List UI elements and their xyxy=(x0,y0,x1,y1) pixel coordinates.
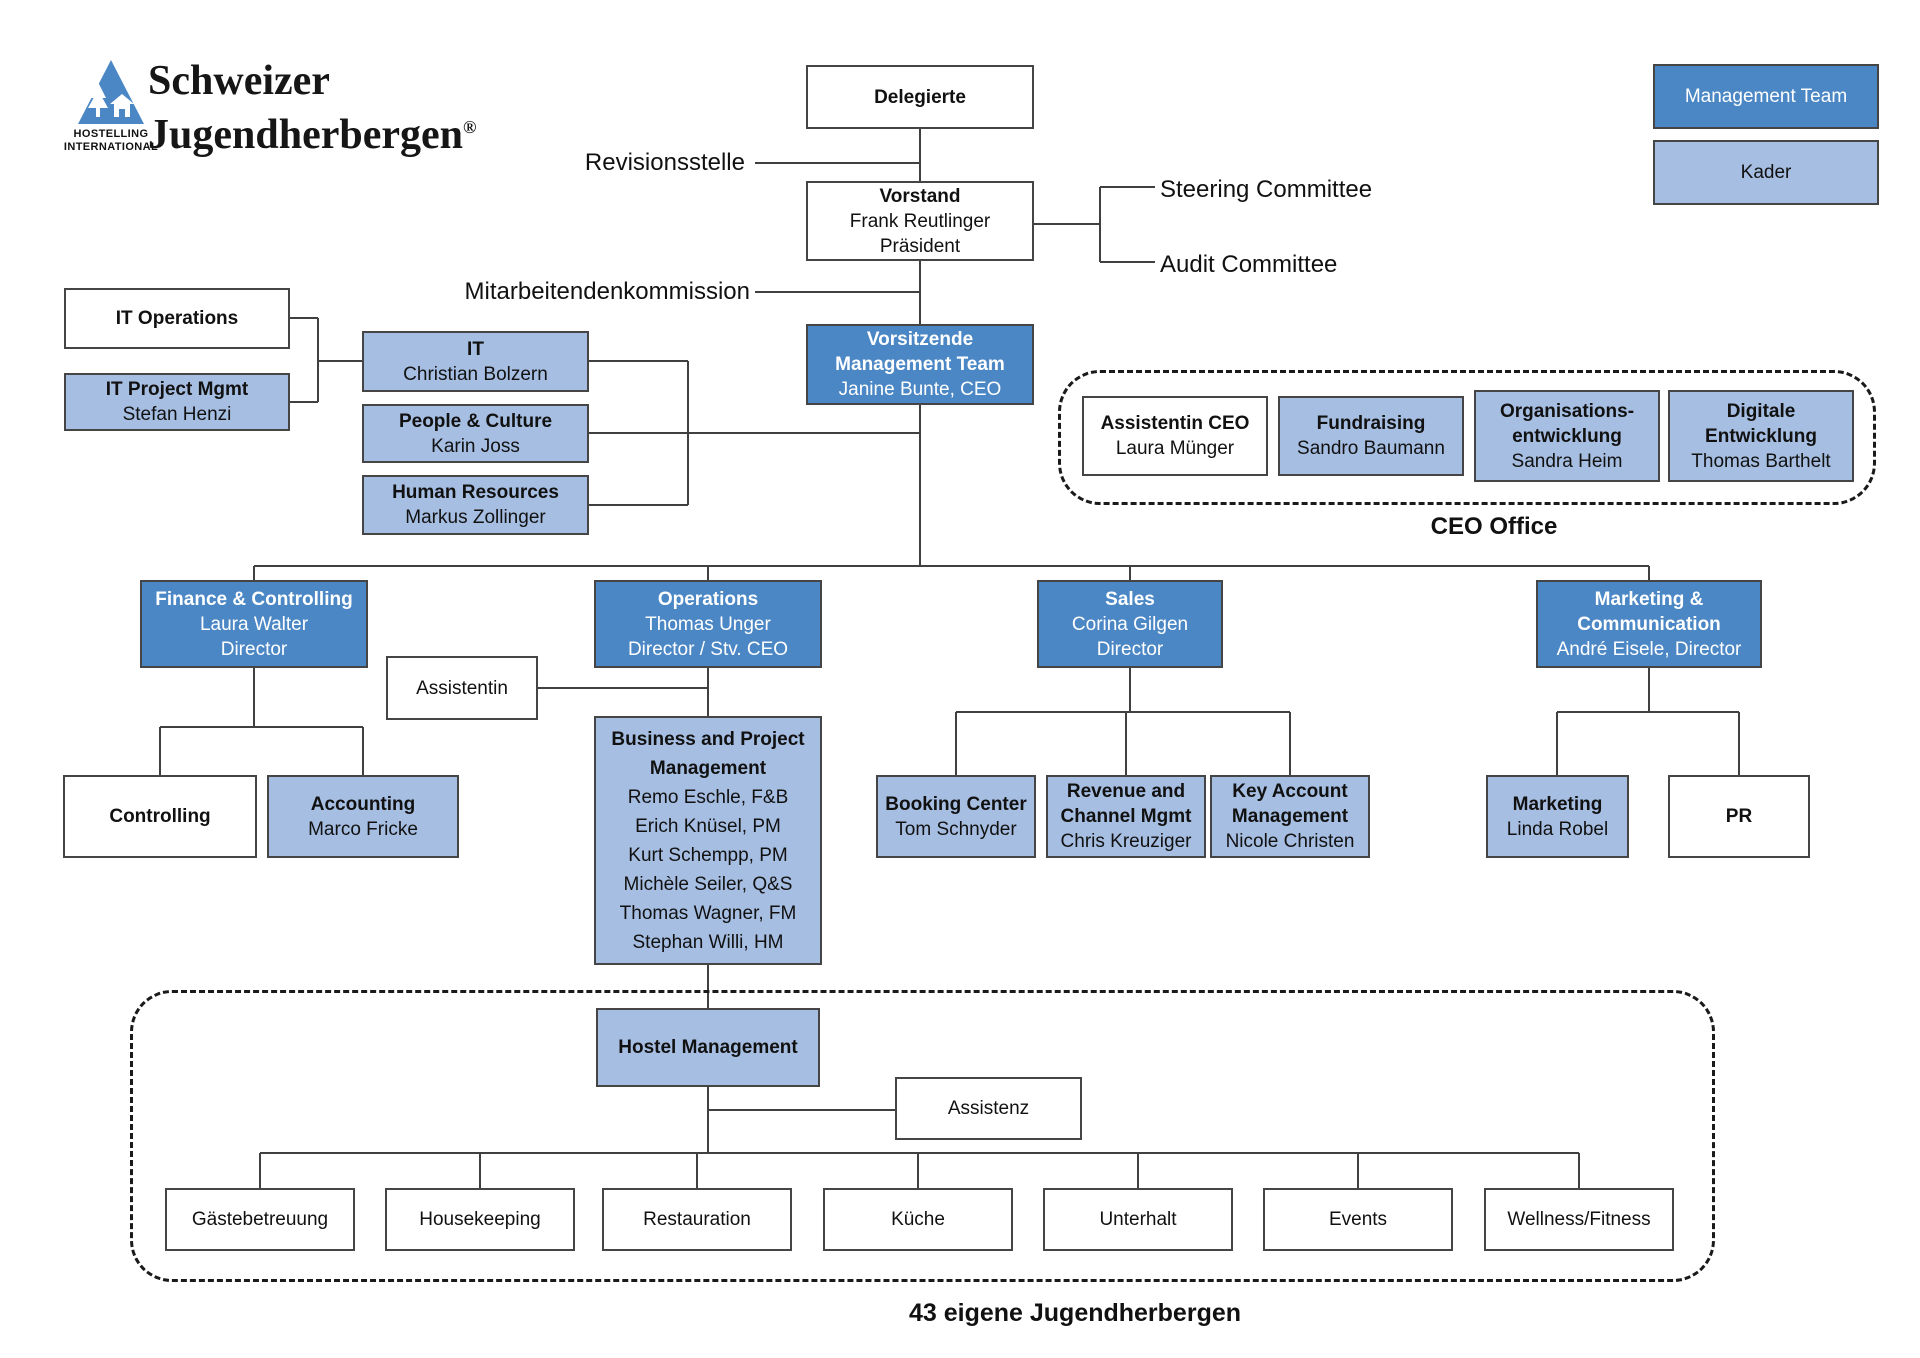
node-delegierte: Delegierte xyxy=(806,65,1034,129)
node-gaestebetreuung: Gästebetreuung xyxy=(165,1188,355,1251)
node-finance-controlling: Finance & Controlling Laura Walter Direc… xyxy=(140,580,368,668)
node-restauration: Restauration xyxy=(602,1188,792,1251)
node-assistentin: Assistentin xyxy=(386,656,538,720)
label-ceo-office: CEO Office xyxy=(1430,513,1558,540)
brand-wordmark: Schweizer Jugendherbergen® xyxy=(148,58,477,158)
node-human-resources: Human Resources Markus Zollinger xyxy=(362,475,589,535)
label-revisionsstelle: Revisionsstelle xyxy=(584,149,745,176)
node-events: Events xyxy=(1263,1188,1453,1251)
node-accounting: Accounting Marco Fricke xyxy=(267,775,459,858)
label-audit-committee: Audit Committee xyxy=(1160,251,1338,278)
node-assistenz: Assistenz xyxy=(895,1077,1082,1140)
hostels-container xyxy=(130,990,1715,1282)
node-unterhalt: Unterhalt xyxy=(1043,1188,1233,1251)
label-43-eigene-jugendherbergen: 43 eigene Jugendherbergen xyxy=(908,1299,1242,1327)
node-business-project-management: Business and Project Management Remo Esc… xyxy=(594,716,822,965)
label-mitarbeitendenkommission: Mitarbeitendenkommission xyxy=(464,278,750,305)
node-vorsitzende-ceo: Vorsitzende Management Team Janine Bunte… xyxy=(806,324,1034,405)
node-organisationsentwicklung: Organisations- entwicklung Sandra Heim xyxy=(1474,390,1660,482)
node-key-account-management: Key Account Management Nicole Christen xyxy=(1210,775,1370,858)
hostelling-international-logo-icon xyxy=(78,60,144,124)
node-digitale-entwicklung: Digitale Entwicklung Thomas Barthelt xyxy=(1668,390,1854,482)
legend-kader: Kader xyxy=(1653,140,1879,205)
node-housekeeping: Housekeeping xyxy=(385,1188,575,1251)
node-pr: PR xyxy=(1668,775,1810,858)
node-hostel-management: Hostel Management xyxy=(596,1008,820,1087)
label-steering-committee: Steering Committee xyxy=(1160,176,1373,203)
legend-management-team: Management Team xyxy=(1653,64,1879,129)
node-people-culture: People & Culture Karin Joss xyxy=(362,404,589,463)
node-vorstand: Vorstand Frank Reutlinger Präsident xyxy=(806,181,1034,261)
ceo-office-container xyxy=(1058,370,1876,505)
node-booking-center: Booking Center Tom Schnyder xyxy=(876,775,1036,858)
node-revenue-channel-mgmt: Revenue and Channel Mgmt Chris Kreuziger xyxy=(1046,775,1206,858)
node-controlling: Controlling xyxy=(63,775,257,858)
node-sales: Sales Corina Gilgen Director xyxy=(1037,580,1223,668)
node-assistentin-ceo: Assistentin CEO Laura Münger xyxy=(1082,396,1268,476)
node-wellness-fitness: Wellness/Fitness xyxy=(1484,1188,1674,1251)
node-operations: Operations Thomas Unger Director / Stv. … xyxy=(594,580,822,668)
node-marketing-communication: Marketing & Communication André Eisele, … xyxy=(1536,580,1762,668)
node-marketing: Marketing Linda Robel xyxy=(1486,775,1629,858)
node-fundraising: Fundraising Sandro Baumann xyxy=(1278,396,1464,476)
node-it-operations: IT Operations xyxy=(64,288,290,349)
logo-subtext: HOSTELLING INTERNATIONAL xyxy=(63,128,159,153)
node-it: IT Christian Bolzern xyxy=(362,331,589,392)
node-kueche: Küche xyxy=(823,1188,1013,1251)
node-it-project-mgmt: IT Project Mgmt Stefan Henzi xyxy=(64,373,290,431)
